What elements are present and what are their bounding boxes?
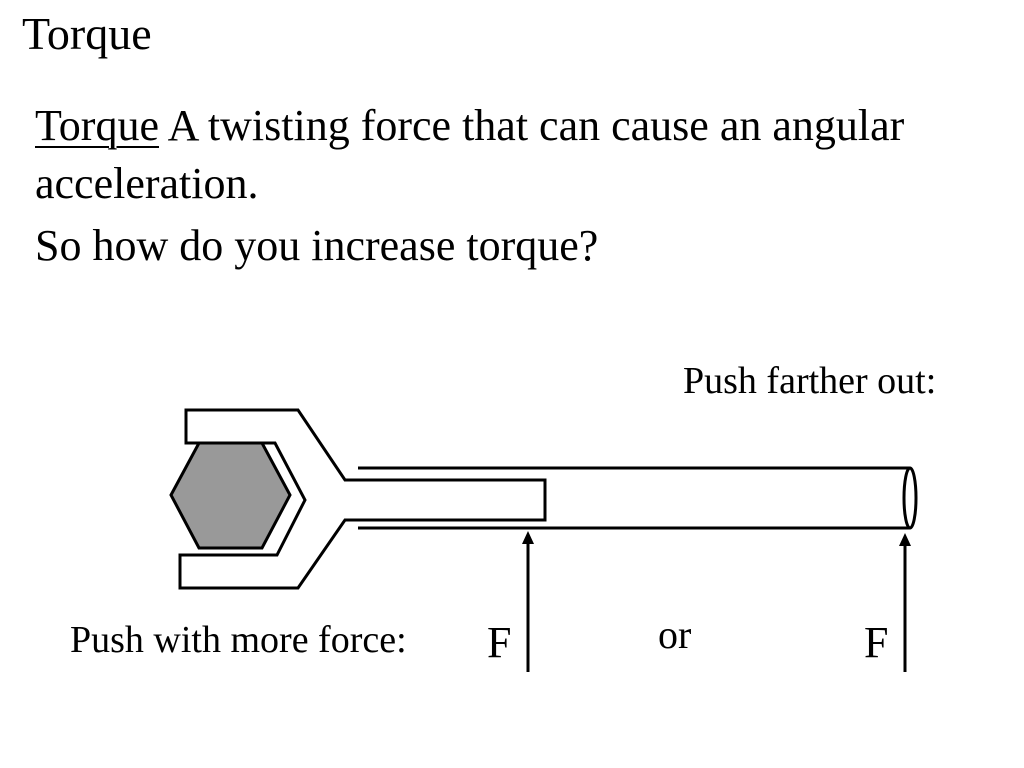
wrench-jaw [178,408,547,590]
or-label: or [658,612,692,657]
hex-nut [169,441,292,550]
slide-title: Torque [22,8,152,59]
push-farther-label: Push farther out: [683,360,937,402]
force-arrow-near [522,531,534,672]
question-text: So how do you increase torque? [35,221,599,270]
definition-paragraph: Torque A twisting force that can cause a… [35,97,935,213]
definition-term: Torque [35,101,159,150]
force-label-far: F [864,618,889,667]
definition-text: A twisting force that can cause an angul… [35,101,905,208]
force-label-near: F [487,618,512,667]
push-more-force-label: Push with more force: [70,619,407,661]
handle-end-cap [902,466,918,530]
wrench-handle [358,466,918,530]
force-arrow-far [899,533,911,672]
definition-block: Torque A twisting force that can cause a… [35,97,935,275]
